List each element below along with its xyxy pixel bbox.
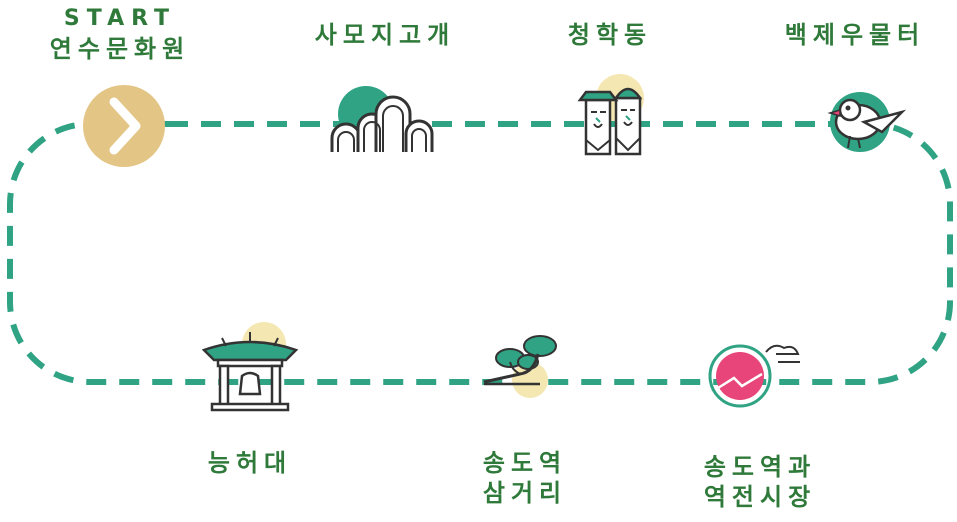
totem-poles-icon [577,74,644,156]
bird-icon [827,92,906,152]
start-title: START [63,6,177,31]
stop-name-line2: 역전시장 [703,483,817,511]
stop-label-neungheodae: 능허대 [207,449,293,477]
stop-name-line1: 송도역 [482,449,568,477]
start-button[interactable] [82,84,166,168]
start-label: START 연수문화원 [40,4,200,64]
stop-label-cheonghakdong: 청학동 [567,21,653,49]
stop-label-samojigogae: 사모지고개 [314,21,456,49]
stop-label-baekjeumulteo: 백제우물터 [784,21,926,49]
pine-tree-icon [483,335,557,398]
stop-name-line2: 삼거리 [482,479,568,507]
stop-label-songdo-yeokjeon-market: 송도역과 역전시장 [690,452,830,512]
stop-label-songdo-samgeori: 송도역 삼거리 [450,448,600,508]
start-place-name: 연수문화원 [49,35,191,63]
hill-icon [330,86,434,152]
chevron-right-icon [109,97,141,155]
pavilion-bell-icon [201,322,299,412]
stop-name-line1: 송도역과 [703,453,817,481]
sunset-icon [708,344,800,408]
